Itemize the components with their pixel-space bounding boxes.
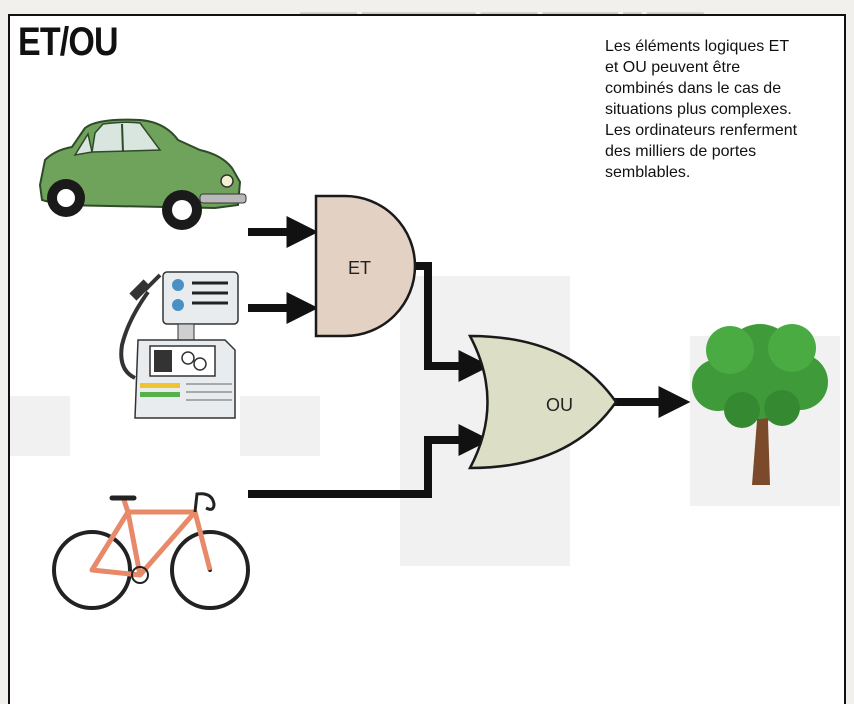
wires	[248, 216, 691, 498]
or-gate-label: OU	[546, 395, 573, 415]
tree-icon	[692, 324, 828, 485]
and-gate-label: ET	[348, 258, 372, 278]
car-icon	[38, 118, 247, 230]
and-gate	[314, 194, 417, 338]
diagram-caption: Les éléments logiques ET et OU peuvent ê…	[605, 38, 798, 181]
diagram-title: ET/OU	[18, 20, 119, 64]
bicycle-icon	[52, 492, 250, 610]
fuel-pump-icon	[119, 271, 239, 419]
or-gate	[467, 334, 618, 470]
